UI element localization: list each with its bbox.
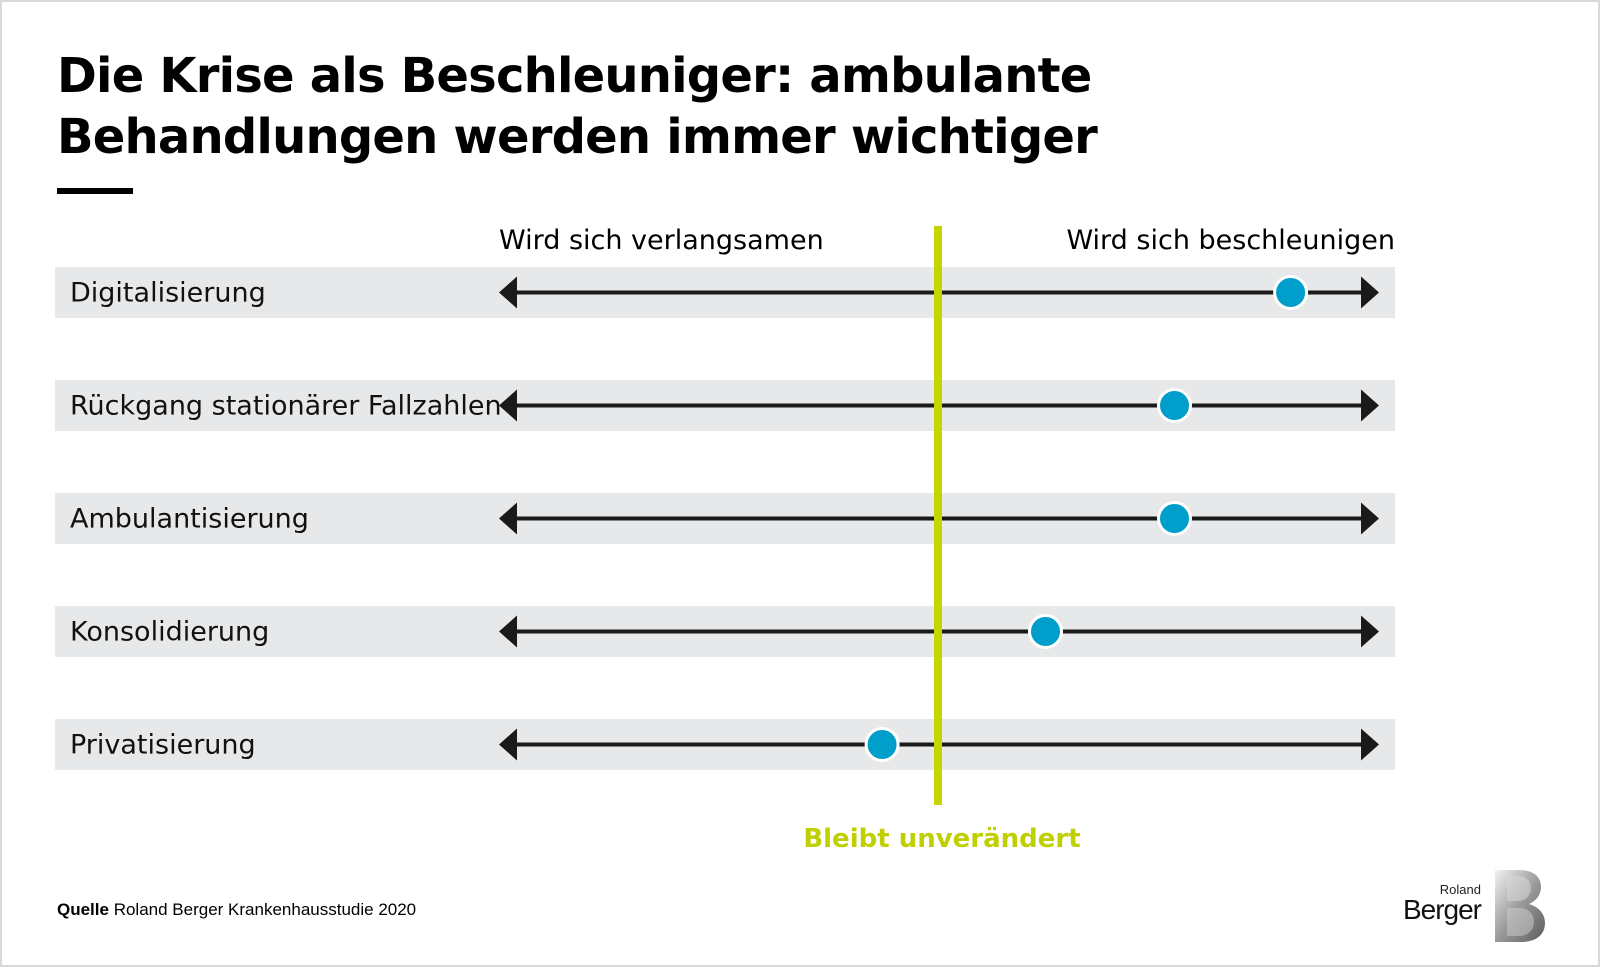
right-arrowhead <box>1361 615 1379 648</box>
category-label: Rückgang stationärer Fallzahlen <box>70 391 502 422</box>
left-direction-label: Wird sich verlangsamen <box>499 225 824 256</box>
logo-line-berger: Berger <box>1402 894 1482 925</box>
logo-line-roland: Roland <box>1439 882 1481 897</box>
data-point <box>1157 501 1192 536</box>
category-label: Konsolidierung <box>70 617 269 648</box>
logo-b-icon <box>1495 870 1545 942</box>
chart-title: Die Krise als Beschleuniger: ambulante B… <box>57 48 1098 165</box>
left-arrowhead <box>499 389 517 422</box>
data-point <box>864 727 900 762</box>
category-label: Privatisierung <box>70 730 256 761</box>
category-label: Digitalisierung <box>70 278 266 309</box>
left-arrowhead <box>499 276 517 309</box>
data-point <box>1157 388 1192 423</box>
source-label: Quelle <box>57 900 109 919</box>
right-arrowhead <box>1361 389 1379 422</box>
data-point <box>1273 275 1309 310</box>
left-arrowhead <box>499 502 517 535</box>
left-arrowhead <box>499 728 517 761</box>
left-arrowhead <box>499 615 517 648</box>
neutral-label: Bleibt unverändert <box>803 824 1080 854</box>
right-direction-label: Wird sich beschleunigen <box>1066 225 1395 256</box>
roland-berger-logo: Roland Berger <box>1397 870 1547 942</box>
data-point <box>1028 614 1063 649</box>
category-label: Ambulantisierung <box>70 504 309 535</box>
source-note: Quelle Roland Berger Krankenhausstudie 2… <box>57 900 416 920</box>
right-arrowhead <box>1361 728 1379 761</box>
title-underline <box>57 188 133 194</box>
right-arrowhead <box>1361 502 1379 535</box>
source-text: Roland Berger Krankenhausstudie 2020 <box>113 900 417 919</box>
right-arrowhead <box>1361 276 1379 309</box>
